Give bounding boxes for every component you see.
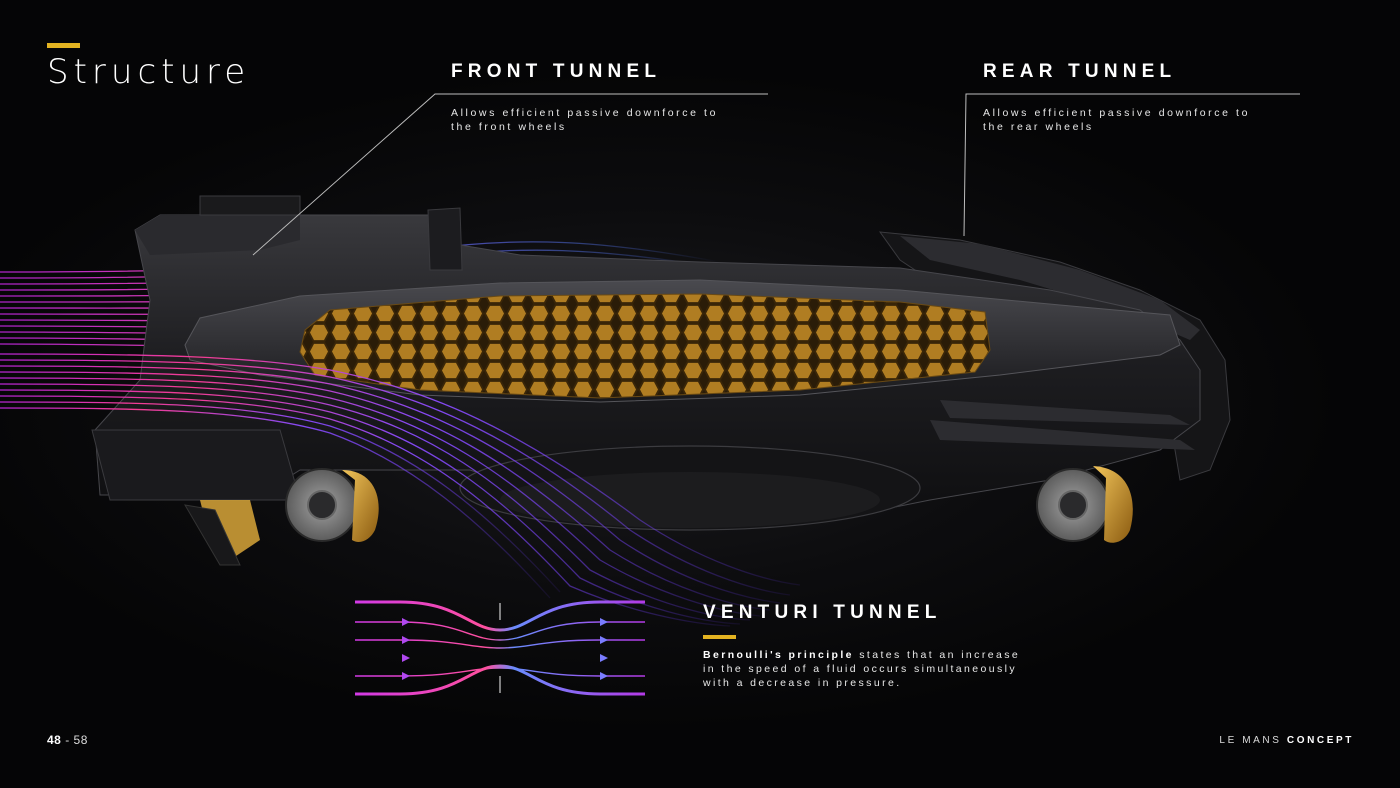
page-title: Structure xyxy=(47,52,251,92)
rear-tunnel-title: REAR TUNNEL xyxy=(983,61,1177,82)
venturi-description-line1-rest: states that an increase xyxy=(853,649,1021,661)
front-tunnel-description-line1: Allows efficient passive downforce to xyxy=(451,107,719,119)
venturi-accent-bar xyxy=(703,635,736,639)
rear-tunnel-description-line1: Allows efficient passive downforce to xyxy=(983,107,1251,119)
brand-bold: CONCEPT xyxy=(1286,735,1354,746)
page-separator: - xyxy=(61,733,74,747)
brand-light: LE MANS xyxy=(1219,735,1287,746)
current-page: 48 xyxy=(47,733,62,747)
rear-wheel xyxy=(1036,466,1133,543)
venturi-tunnel-title: VENTURI TUNNEL xyxy=(703,602,942,623)
rear-tunnel-description-line2: the rear wheels xyxy=(983,121,1094,133)
airflow-lower xyxy=(0,353,801,627)
brand-footer: LE MANS CONCEPT xyxy=(1219,735,1354,746)
bernoulli-bold-lead: Bernoulli's principle xyxy=(703,649,854,661)
total-pages: 58 xyxy=(73,733,88,747)
car-body xyxy=(91,195,1231,566)
title-accent-bar xyxy=(47,43,80,48)
venturi-tunnel-description: Bernoulli's principle states that an inc… xyxy=(703,648,1063,690)
venturi-description-line1: Bernoulli's principle states that an inc… xyxy=(703,648,1063,662)
venturi-diagram xyxy=(355,600,645,696)
front-tunnel-title: FRONT TUNNEL xyxy=(451,61,662,82)
venturi-description-line2: in the speed of a fluid occurs simultane… xyxy=(703,663,1018,675)
page-number: 48 - 58 xyxy=(47,733,88,747)
front-tunnel-description-line2: the front wheels xyxy=(451,121,567,133)
front-wheel xyxy=(285,468,379,542)
callout-lines xyxy=(252,93,1300,256)
rear-tunnel-description: Allows efficient passive downforce to th… xyxy=(983,106,1250,134)
front-tunnel-description: Allows efficient passive downforce to th… xyxy=(451,106,718,134)
venturi-description-line3: with a decrease in pressure. xyxy=(703,677,902,689)
